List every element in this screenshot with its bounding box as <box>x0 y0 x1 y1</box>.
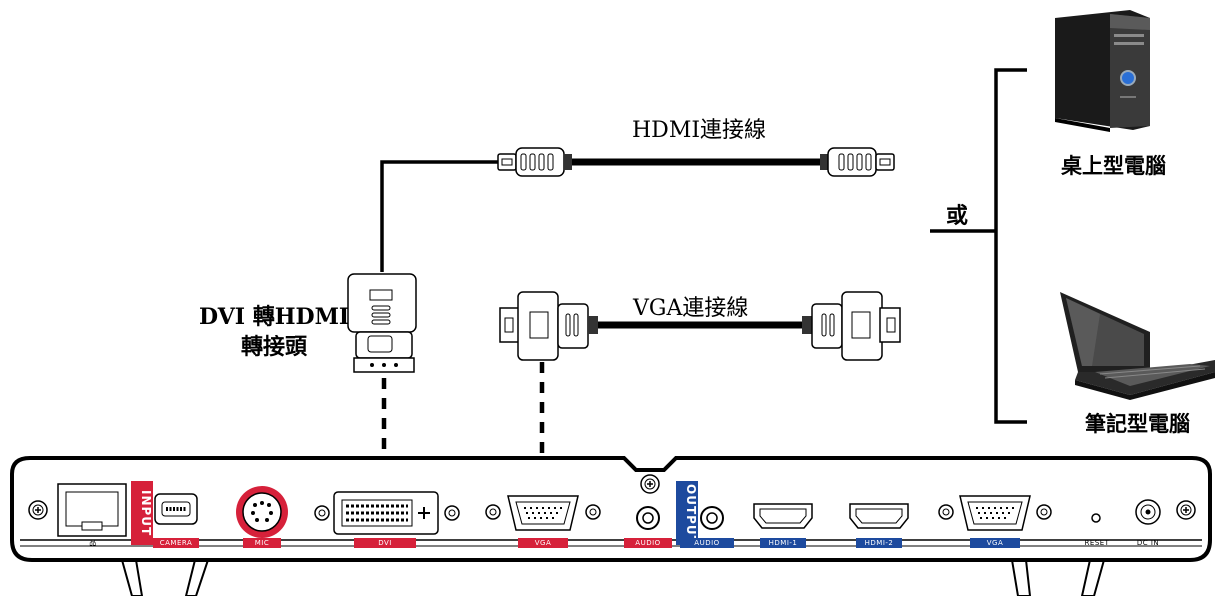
vga-out-port-label: VGA <box>970 538 1020 548</box>
adapter-label-line1: DVI 轉HDMI <box>199 304 350 330</box>
desktop-label: 桌上型電腦 <box>1061 153 1166 178</box>
or-label: 或 <box>946 203 969 229</box>
dc-in-port-label: DC IN <box>1136 539 1160 547</box>
reset-port-label: RESET <box>1084 539 1110 547</box>
adapter-label: DVI 轉HDMI 轉接頭 <box>199 302 349 362</box>
dvi-hdmi-adapter-icon <box>347 273 417 373</box>
adapter-label-line2: 轉接頭 <box>240 334 307 360</box>
device-bracket <box>930 68 1027 424</box>
input-section-label: INPUT <box>139 489 153 537</box>
hdmi-lead-line <box>380 160 498 272</box>
vga-in-port-label: VGA <box>518 538 568 548</box>
laptop-computer-icon <box>1060 292 1215 400</box>
lan-port-label: 品 <box>89 539 97 547</box>
audio-out-port-label: AUDIO <box>680 538 734 548</box>
hdmi-cable <box>497 147 895 177</box>
output-section-label: OUTPUT <box>684 484 698 545</box>
hdmi1-port-label: HDMI-1 <box>760 538 806 548</box>
mic-port-label: MIC <box>243 538 281 548</box>
rear-panel <box>10 456 1212 596</box>
hdmi2-port-label: HDMI-2 <box>856 538 902 548</box>
vga-cable-label: VGA連接線 <box>633 296 749 321</box>
camera-port-label: CAMERA <box>153 538 199 548</box>
audio-in-port-label: AUDIO <box>624 538 672 548</box>
laptop-label: 筆記型電腦 <box>1085 411 1190 436</box>
vga-cable <box>499 291 901 361</box>
desktop-computer-icon <box>1055 10 1150 132</box>
dvi-port-label: DVI <box>354 538 416 548</box>
hdmi-cable-label: HDMI連接線 <box>632 118 767 143</box>
